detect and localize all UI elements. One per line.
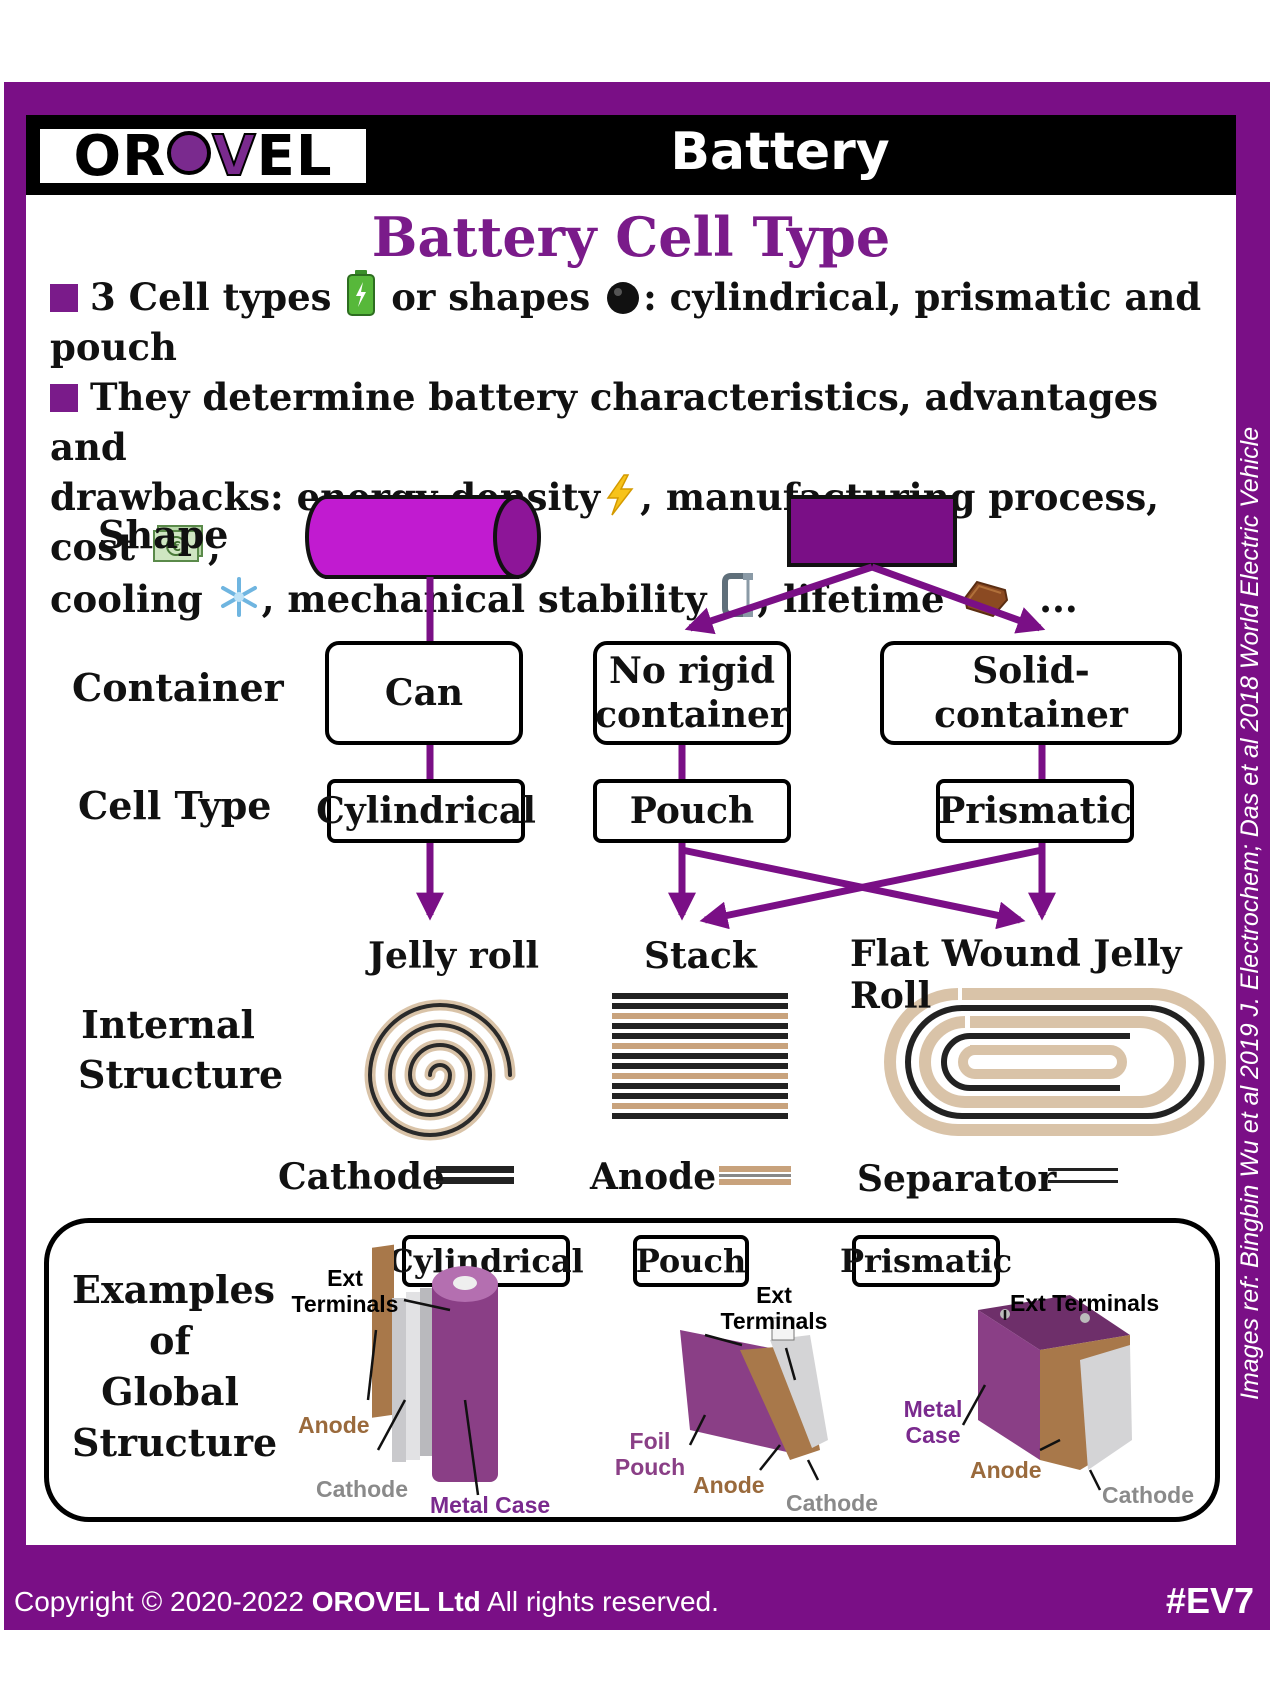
celltype-prismatic: Prismatic [936,779,1134,843]
legend-cathode-swatch [436,1166,514,1184]
example-tag-pouch: Pouch [633,1235,749,1287]
legend-cathode-label: Cathode [278,1156,445,1198]
prismatic-cell-illustration [978,1295,1132,1470]
celltype-cylindrical: Cylindrical [316,779,536,843]
flat-wound-icon [884,988,1226,1136]
money-icon: € [153,525,204,562]
row-label-container: Container [72,665,284,710]
bullet-square-icon [50,284,78,312]
jelly-roll-icon [364,999,516,1141]
row-label-shape: Shape [98,512,229,557]
bullet-1: 3 Cell types or shapes : cylindrical, pr… [50,270,1230,372]
legend-separator-label: Separator [857,1158,1057,1200]
lightning-icon [606,474,634,516]
page-title: Battery Cell Type [371,205,891,269]
bullet-2: They determine battery characteristics, … [50,375,1159,469]
intro-bullets: 3 Cell types or shapes : cylindrical, pr… [50,270,1230,624]
wheel-icon [167,131,212,175]
structure-flat-wound: Flat Wound Jelly Roll [850,933,1182,1017]
row-label-cell-type: Cell Type [78,783,272,828]
svg-text:€: € [171,540,181,555]
copyright-footer: Copyright © 2020-2022 OROVEL Ltd All rig… [14,1586,719,1617]
legend-anode-label: Anode [590,1156,717,1198]
stack-icon [612,993,788,1119]
celltype-pouch: Pouch [593,779,791,843]
examples-panel [44,1218,1220,1522]
battery-icon [347,270,376,316]
structure-jelly-roll: Jelly roll [368,935,540,977]
ev-tag: #EV7 [1165,1580,1254,1621]
legend-separator-swatch [1048,1168,1118,1183]
snowflake-icon [220,577,257,617]
container-can: Can [325,641,523,745]
pouch-anode-label: Anode [693,1472,765,1498]
legend-anode-swatch [719,1166,791,1185]
container-solid: Solid-container [880,641,1182,745]
bullet-square-icon [50,384,78,412]
pris-cathode-label: Cathode [1102,1482,1194,1508]
pouch-cathode-label: Cathode [786,1490,878,1516]
cyl-metal-case-label: Metal Case [430,1492,551,1518]
pris-anode-label: Anode [970,1457,1042,1483]
cylindrical-cell-illustration [372,1244,498,1482]
prism-shape-icon [787,495,957,567]
cyl-anode-label: Anode [298,1412,370,1438]
image-reference: Images ref: Bingbin Wu et al 2019 J. Ele… [1236,426,1264,1400]
structure-stack: Stack [644,935,757,977]
black-circle-icon [607,282,640,314]
cylinder-shape-icon [305,495,541,579]
pris-ext-terminals-label: Ext Terminals [1010,1290,1160,1316]
cyl-cathode-label: Cathode [316,1476,408,1502]
header-title: Battery [670,122,890,182]
pouch-cell-illustration [680,1317,828,1460]
example-tag-prismatic: Prismatic [840,1235,1012,1287]
